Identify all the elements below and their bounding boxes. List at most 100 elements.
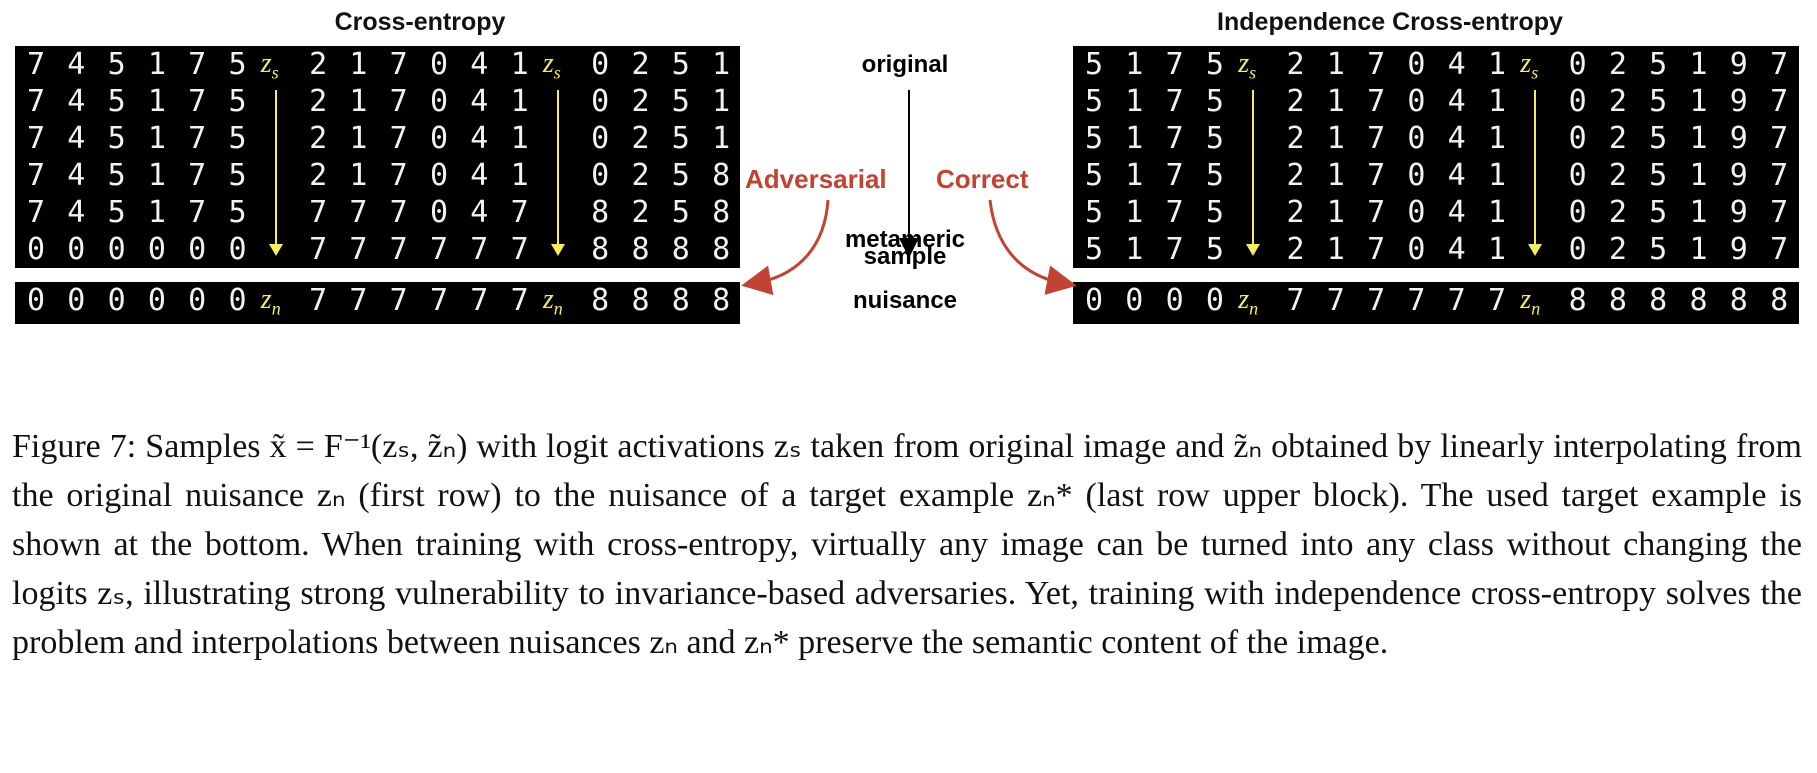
digit-cell: 7 [26, 194, 46, 230]
z-label: zs [1238, 48, 1257, 83]
digit-cell: 1 [1689, 194, 1708, 230]
digit-cell: 0 [1165, 282, 1184, 318]
digit-cell: 7 [1367, 194, 1386, 230]
digit-cell: 5 [1649, 231, 1668, 267]
digit-cell: 0 [228, 282, 247, 318]
digit-cell: 7 [1165, 157, 1184, 193]
digit-cell: 8 [1729, 282, 1748, 318]
digit-cell: 0 [147, 282, 166, 318]
digit-cell: 9 [1729, 120, 1748, 156]
digit-cell: 1 [1487, 83, 1507, 119]
digit-cell: 7 [1770, 194, 1789, 230]
digit-cell: 7 [188, 157, 207, 193]
digit-cell: 1 [1689, 157, 1708, 193]
digit-cell: 0 [188, 282, 207, 318]
digit-cell: 1 [510, 120, 529, 156]
digit-cell: 7 [1165, 120, 1184, 156]
digit-cell: 0 [429, 157, 449, 193]
digit-cell: 7 [1326, 282, 1345, 318]
digit-cell: 7 [309, 231, 328, 267]
digit-cell: 7 [1367, 83, 1386, 119]
digit-cell: 9 [1729, 157, 1748, 193]
digit-cell: 0 [1407, 194, 1426, 230]
digit-cell: 8 [1649, 282, 1668, 318]
z-label: zs [260, 48, 279, 83]
correct-arrow-icon [988, 199, 1077, 295]
digit-cell: 7 [1165, 83, 1184, 119]
digit-cell: 8 [1608, 282, 1627, 318]
digit-cell: 5 [1084, 231, 1104, 267]
digit-cell: 0 [591, 120, 610, 156]
digit-cell: 7 [1165, 231, 1184, 267]
digit-cell: 2 [1608, 231, 1627, 267]
digit-cell: 5 [228, 157, 247, 193]
digit-cell: 1 [147, 194, 166, 230]
digit-cell: 8 [591, 194, 610, 230]
digit-cell: 7 [470, 231, 489, 267]
right-panel-title: Independence Cross-entropy [1217, 8, 1563, 36]
digit-cell: 5 [228, 46, 247, 82]
figure-caption: Figure 7: Samples x̃ = F⁻¹(zₛ, z̃ₙ) with… [12, 422, 1802, 667]
digit-cell: 2 [631, 194, 650, 230]
digit-cell: 5 [107, 83, 126, 119]
digit-cell: 1 [1125, 83, 1144, 119]
digit-cell: 5 [671, 157, 690, 193]
digit-cell: 1 [1326, 194, 1345, 230]
digit-cell: 7 [1407, 282, 1426, 318]
digit-cell: 8 [1770, 282, 1789, 318]
digit-cell: 1 [1326, 157, 1345, 193]
digit-cell: 5 [1649, 194, 1668, 230]
left-panel-title: Cross-entropy [334, 8, 506, 36]
digit-cell: 5 [1084, 83, 1104, 119]
digit-cell: 4 [67, 120, 86, 156]
digit-cell: 0 [147, 231, 166, 267]
digit-cell: 7 [1367, 120, 1386, 156]
digit-cell: 5 [671, 46, 690, 82]
digit-cell: 0 [1568, 46, 1587, 82]
digit-cell: 7 [188, 194, 207, 230]
digit-cell: 7 [510, 282, 529, 318]
digit-cell: 4 [1447, 231, 1466, 267]
digit-cell: 2 [1286, 46, 1305, 82]
digit-cell: 7 [429, 231, 449, 267]
original-label: original [861, 51, 949, 78]
digit-cell: 0 [429, 46, 449, 82]
digit-cell: 0 [67, 231, 86, 267]
digit-cell: 5 [1205, 231, 1224, 267]
digit-cell: 2 [1608, 157, 1627, 193]
digit-cell: 4 [1447, 46, 1466, 82]
nuisance-label: nuisance [852, 287, 958, 314]
digit-cell: 7 [470, 282, 489, 318]
digit-cell: 1 [1326, 83, 1345, 119]
digit-cell: 4 [470, 46, 489, 82]
digit-cell: 7 [1367, 46, 1386, 82]
digit-cell: 7 [1770, 120, 1789, 156]
digit-cell: 5 [1084, 194, 1104, 230]
digit-cell: 2 [1608, 46, 1627, 82]
digit-cell: 1 [712, 46, 731, 82]
digit-cell: 7 [1487, 282, 1507, 318]
z-label: zn [1520, 284, 1541, 319]
digit-cell: 2 [309, 157, 328, 193]
digit-cell: 5 [1649, 46, 1668, 82]
digit-cell: 5 [107, 157, 126, 193]
digit-cell: 7 [1367, 231, 1386, 267]
digit-cell: 8 [671, 231, 690, 267]
digit-cell: 2 [1286, 231, 1305, 267]
digit-cell: 1 [712, 83, 731, 119]
digit-cell: 5 [107, 46, 126, 82]
digit-cell: 1 [1689, 46, 1708, 82]
digit-cell: 7 [1770, 46, 1789, 82]
digit-cell: 9 [1729, 194, 1748, 230]
digit-cell: 2 [1286, 194, 1305, 230]
digit-cell: 1 [349, 46, 368, 82]
digit-cell: 9 [1729, 83, 1748, 119]
digit-cell: 2 [631, 83, 650, 119]
digit-cell: 2 [1608, 194, 1627, 230]
